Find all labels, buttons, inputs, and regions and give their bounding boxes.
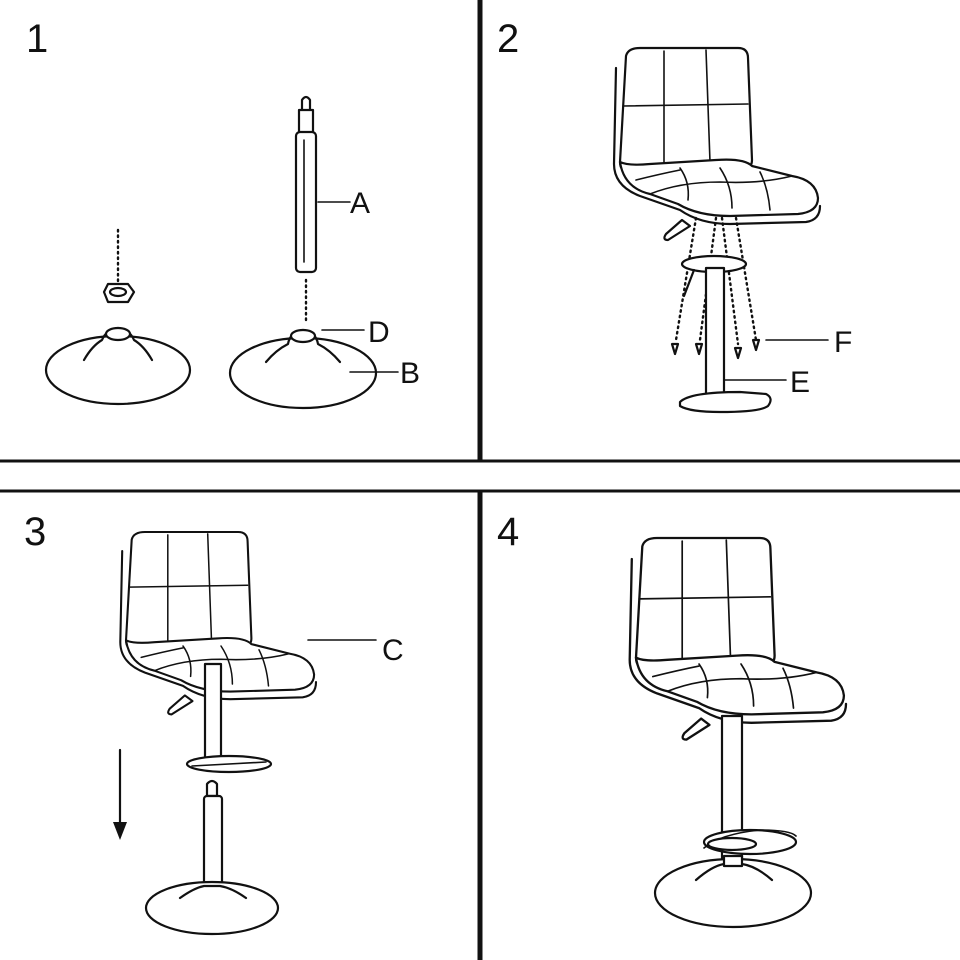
label-c: C	[382, 634, 404, 667]
step-2-number: 2	[497, 17, 519, 61]
step-1-number: 1	[26, 17, 48, 61]
base-with-nut	[44, 228, 192, 406]
down-arrow-icon	[113, 748, 127, 840]
panel-3: 3 C	[24, 510, 404, 936]
column	[203, 662, 223, 762]
label-d: D	[368, 316, 390, 349]
mechanism-plate	[678, 254, 772, 414]
label-b: B	[400, 357, 420, 390]
label-e: E	[790, 366, 810, 399]
step-4-number: 4	[497, 510, 519, 554]
step-3-number: 3	[24, 510, 46, 554]
panel-2: 2 F E	[497, 17, 852, 414]
screws-f	[670, 338, 761, 360]
label-a: A	[350, 187, 370, 220]
panel-1: 1 A D B	[26, 17, 420, 410]
panel-4: 4	[497, 510, 848, 929]
footrest	[702, 828, 798, 856]
base	[653, 854, 813, 929]
label-f: F	[834, 326, 852, 359]
gas-cylinder	[294, 95, 318, 326]
base-b	[228, 328, 378, 410]
cylinder-and-base	[144, 779, 280, 936]
